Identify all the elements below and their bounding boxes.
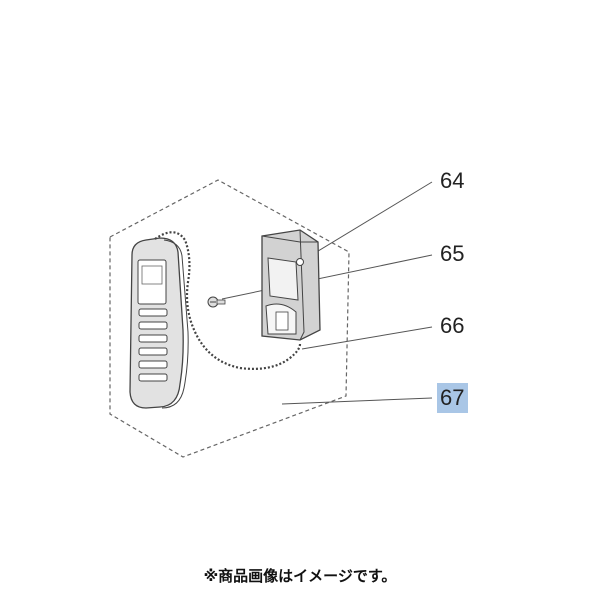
image-disclaimer: ※商品画像はイメージです。: [203, 567, 397, 585]
screw: [207, 296, 226, 308]
remote-button: [138, 308, 168, 317]
leader-line-67: [281, 397, 433, 405]
leader-line-65: [221, 254, 433, 300]
remote-button: [138, 334, 168, 343]
remote-button: [138, 360, 168, 369]
remote-controller: [129, 237, 189, 409]
remote-button: [138, 347, 168, 356]
bead-chain: [154, 231, 302, 370]
remote-display: [137, 259, 167, 305]
remote-holder: [261, 229, 321, 341]
assembly-outline: [109, 179, 350, 458]
part-number-67: 67: [437, 383, 469, 413]
part-number-66: 66: [440, 313, 465, 338]
part-number-64: 64: [440, 168, 465, 193]
leader-line-64: [299, 181, 433, 263]
remote-button: [138, 373, 168, 382]
part-number-65: 65: [440, 241, 465, 266]
holder-screw-hole: [296, 258, 304, 266]
leader-line-66: [301, 326, 433, 350]
remote-button: [138, 321, 168, 330]
